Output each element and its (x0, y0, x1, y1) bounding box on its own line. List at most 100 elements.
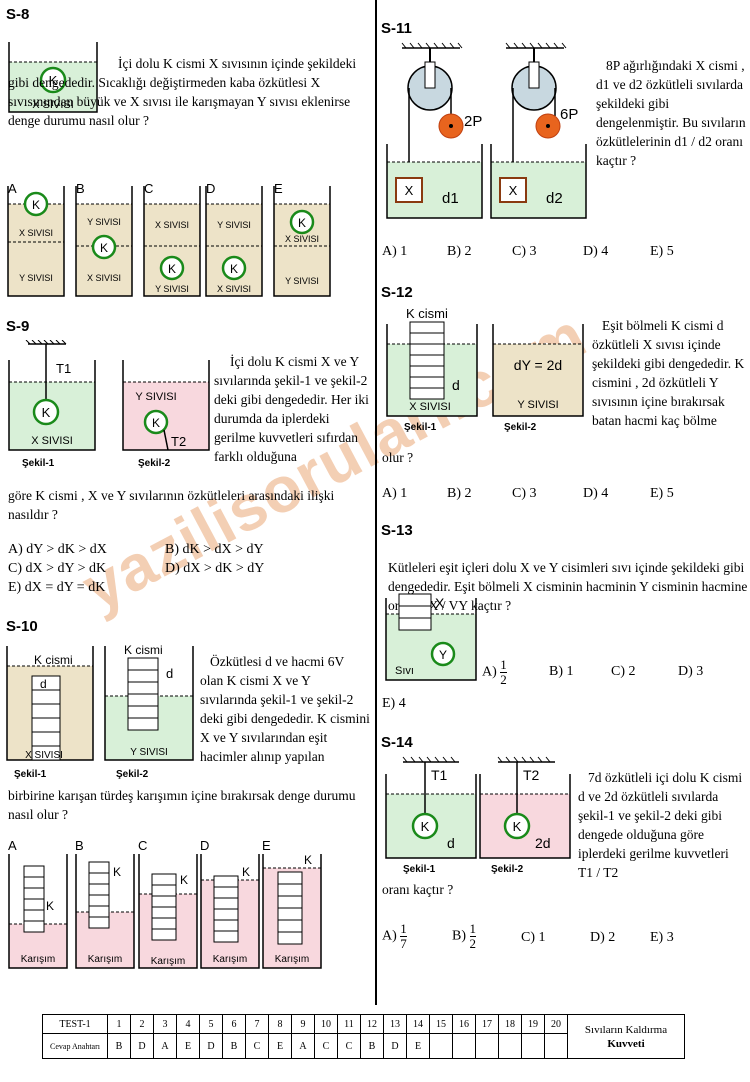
answer-number: 16 (452, 1014, 476, 1034)
svg-text:Şekil-1: Şekil-1 (14, 769, 47, 780)
answer-cell: C (245, 1033, 269, 1059)
answer-cell (498, 1033, 522, 1059)
answer-cell: C (337, 1033, 361, 1059)
svg-text:A: A (8, 838, 17, 853)
s12-option-c[interactable]: C) 3 (512, 486, 537, 501)
s8-k-label: K (49, 73, 58, 88)
s12-option-a[interactable]: A) 1 (382, 486, 408, 501)
svg-text:Şekil-2: Şekil-2 (504, 422, 537, 433)
answer-number: 15 (429, 1014, 453, 1034)
answer-number: 3 (153, 1014, 177, 1034)
s10-options-figure: A K Karışım B K Karışım C K Karışım D K … (8, 838, 322, 969)
s9-option-c[interactable]: C) dX > dY > dK (8, 561, 107, 576)
svg-text:T2: T2 (523, 767, 540, 783)
question-number: S-14 (381, 734, 413, 751)
svg-text:Şekil-1: Şekil-1 (22, 458, 55, 469)
svg-text:d: d (40, 677, 47, 691)
svg-text:d2: d2 (546, 190, 563, 207)
answer-number: 5 (199, 1014, 223, 1034)
svg-text:Karışım: Karışım (275, 954, 309, 965)
s13-option-c[interactable]: C) 2 (611, 664, 636, 679)
svg-text:C: C (144, 181, 153, 196)
s9-option-e[interactable]: E) dX = dY = dK (8, 580, 106, 595)
s11-option-a[interactable]: A) 1 (382, 244, 408, 259)
svg-text:K: K (513, 819, 522, 834)
svg-text:X SIVISI: X SIVISI (19, 228, 53, 238)
answer-cell: E (176, 1033, 200, 1059)
svg-text:Karışım: Karışım (21, 954, 55, 965)
svg-text:Karışım: Karışım (151, 956, 185, 967)
svg-text:K: K (46, 899, 54, 913)
svg-text:X: X (405, 183, 414, 198)
answer-cell: B (360, 1033, 384, 1059)
svg-text:B: B (75, 838, 84, 853)
s12-option-b[interactable]: B) 2 (447, 486, 472, 501)
svg-text:K: K (242, 865, 250, 879)
answer-cell: A (291, 1033, 315, 1059)
svg-text:K: K (32, 198, 40, 212)
topic-title: Sıvıların Kaldırma Kuvveti (567, 1014, 685, 1059)
question-number: S-12 (381, 284, 413, 301)
s10-option-d: D K Karışım (200, 838, 260, 969)
answer-key-table: TEST-1 1 2 3 4 5 6 7 8 9 10 11 12 13 14 … (42, 1014, 685, 1059)
s14-option-d[interactable]: D) 2 (590, 930, 616, 945)
s12-option-e[interactable]: E) 5 (650, 486, 674, 501)
answer-number: 14 (406, 1014, 430, 1034)
svg-text:K: K (421, 819, 430, 834)
svg-text:Y: Y (439, 648, 447, 662)
svg-text:K cismi: K cismi (34, 653, 73, 667)
s13-option-b[interactable]: B) 1 (549, 664, 574, 679)
s8-liquid-label: X SIVISI (32, 99, 74, 111)
svg-text:Y SIVISI: Y SIVISI (130, 747, 168, 758)
s9-t1: T1 (56, 361, 71, 376)
s11-option-e[interactable]: E) 5 (650, 244, 674, 259)
answer-number: 9 (291, 1014, 315, 1034)
s9-option-b[interactable]: B) dK > dX > dY (165, 542, 264, 557)
answer-number: 19 (521, 1014, 545, 1034)
svg-text:A: A (8, 181, 17, 196)
svg-text:E: E (274, 181, 283, 196)
svg-text:Y SIVISI: Y SIVISI (217, 220, 251, 230)
svg-text:Karışım: Karışım (213, 954, 247, 965)
svg-text:X SIVISI: X SIVISI (25, 750, 63, 761)
s13-option-e[interactable]: E) 4 (382, 696, 406, 711)
answer-number: 8 (268, 1014, 292, 1034)
svg-text:X: X (509, 183, 518, 198)
s11-option-b[interactable]: B) 2 (447, 244, 472, 259)
s12-question-text-1: Eşit bölmeli K cismi d özkütleli X sıvıs… (592, 318, 745, 428)
s11-option-d[interactable]: D) 4 (583, 244, 609, 259)
column-divider (375, 0, 377, 1005)
s14-option-e[interactable]: E) 3 (650, 930, 674, 945)
answer-cell: E (268, 1033, 292, 1059)
s9-option-a[interactable]: A) dY > dK > dX (8, 542, 107, 557)
svg-text:T1: T1 (431, 767, 448, 783)
s9-option-d[interactable]: D) dX > dK > dY (165, 561, 265, 576)
s8-option-e: E K X SIVISI Y SIVISI (273, 181, 331, 297)
svg-text:K: K (230, 262, 238, 276)
s8-question-text: İçi dolu K cismi X sıvısının içinde şeki… (8, 56, 357, 128)
answer-cell: D (199, 1033, 223, 1059)
s9-question-text-1: İçi dolu K cismi X ve Y sıvılarında şeki… (214, 354, 369, 464)
s13-option-d[interactable]: D) 3 (678, 664, 704, 679)
svg-text:Sıvı: Sıvı (395, 665, 414, 677)
s12-option-d[interactable]: D) 4 (583, 486, 609, 501)
s11-question-text: 8P ağırlığındaki X cismi , d1 ve d2 özkü… (596, 58, 746, 168)
svg-text:X SIVISI: X SIVISI (409, 401, 451, 413)
s11-figure: 2P X d1 6P X d2 (386, 42, 587, 219)
s11-option-c[interactable]: C) 3 (512, 244, 537, 259)
s10-option-b: B K Karışım (75, 838, 135, 969)
s14-option-c[interactable]: C) 1 (521, 930, 546, 945)
svg-text:Şekil-1: Şekil-1 (404, 422, 437, 433)
s10-option-a: A K Karışım (8, 838, 68, 969)
question-number: S-8 (6, 6, 30, 23)
svg-text:B: B (76, 181, 85, 196)
question-number: S-13 (381, 522, 413, 539)
svg-text:Y SIVISI: Y SIVISI (517, 399, 558, 411)
svg-text:Şekil-2: Şekil-2 (491, 864, 524, 875)
s8-options-figure: A K X SIVISI Y SIVISI B Y SIVISI K X SIV… (7, 181, 331, 297)
s14-question-text-2: oranı kaçtır ? (382, 882, 454, 897)
answer-cell (429, 1033, 453, 1059)
